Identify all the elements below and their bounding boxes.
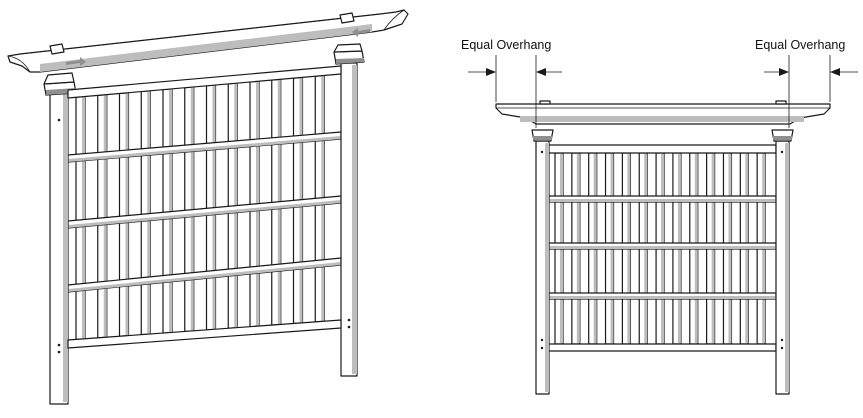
perspective-rails [67,131,342,293]
perspective-top-beam [7,9,409,73]
front-rail-shade [549,296,776,299]
equal-overhang-label-left: Equal Overhang [461,38,551,52]
arrow-left-icon [536,68,546,76]
front-rail-shade [549,246,776,249]
perspective-rail-shade [68,262,341,292]
perspective-rail-shade [68,136,341,162]
equal-overhang-label-right: Equal Overhang [755,38,845,52]
perspective-picket-shade [82,96,85,340]
perspective-right-post [340,62,358,377]
perspective-picket-shade [147,90,151,335]
perspective-top-rail [67,65,342,99]
perspective-trellis [7,9,409,405]
front-rail-shade [549,199,776,202]
front-right-post [775,140,790,395]
perspective-left-post [49,91,69,405]
front-left-post [535,140,550,395]
overhang-dimensions [468,55,858,128]
perspective-bottom-rail [67,319,342,349]
front-top-beam [495,100,831,125]
front-bottom-rail [547,343,777,352]
perspective-picket-shade [169,88,172,333]
perspective-picket-shade [103,94,107,338]
front-top-rail [547,144,777,154]
arrow-right-icon [486,68,496,76]
front-left-post-cap [531,129,554,142]
arrow-left-icon [830,68,840,76]
perspective-picket-shade [125,92,129,337]
arrow-right-icon [779,68,789,76]
perspective-rail-shade [68,200,341,228]
perspective-right-post-cap [333,43,365,65]
front-elevation-trellis [468,55,858,395]
front-right-post-cap [771,129,794,142]
